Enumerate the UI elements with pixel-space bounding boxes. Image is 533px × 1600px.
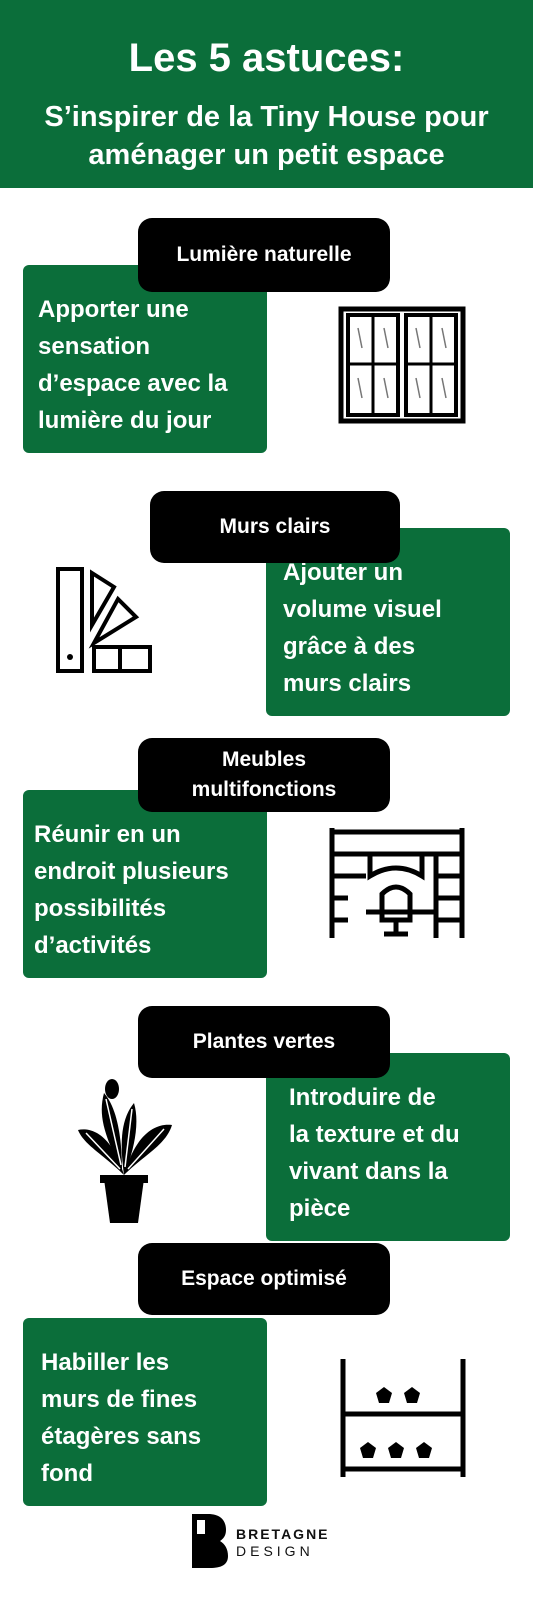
header-banner: Les 5 astuces: S’inspirer de la Tiny Hou… [0, 0, 533, 188]
tip-3-text-line: Réunir en un [34, 821, 181, 848]
tip-2-text-line: grâce à des [283, 633, 416, 660]
loft-bed-desk-icon [329, 828, 465, 938]
tip-1-text-line: Apporter une [38, 296, 189, 323]
tip-2-text-line: murs clairs [283, 670, 412, 697]
potted-plant-icon [78, 1079, 172, 1223]
page-title: Les 5 astuces: [128, 36, 405, 80]
tip-2-title: Murs clairs [150, 491, 400, 563]
tip-3-text-line: endroit plusieurs [34, 858, 229, 885]
tip-1-text-box: Apporter une sensation d’espace avec la … [23, 265, 267, 453]
logo-word-2: DESIGN [236, 1543, 314, 1559]
tip-5-text-line: Habiller les [41, 1349, 170, 1376]
tip-1-text-line: d’espace avec la [38, 370, 228, 397]
page-subtitle: S’inspirer de la Tiny House pour aménage… [0, 98, 533, 174]
tip-5-text-line: fond [41, 1460, 93, 1487]
tip-4-text-line: vivant dans la [289, 1158, 448, 1185]
tip-5-text-line: étagères sans [41, 1423, 202, 1450]
color-swatch-icon [56, 567, 152, 673]
tip-5-text-line: murs de fines [41, 1386, 198, 1413]
tip-4-text-line: la texture et du [289, 1121, 460, 1148]
logo-word-1: BRETAGNE [236, 1526, 330, 1542]
tip-1-text-line: lumière du jour [38, 407, 212, 434]
tip-5-title: Espace optimisé [138, 1243, 390, 1315]
tip-1-text-line: sensation [38, 333, 151, 360]
tip-3-text-line: possibilités [34, 895, 167, 922]
window-icon [338, 306, 466, 424]
tip-3-title-line: Meubles [221, 748, 307, 771]
tip-4-text-box: Introduire de la texture et du vivant da… [266, 1053, 510, 1241]
page-subtitle-line-1: S’inspirer de la Tiny House pour [44, 101, 489, 133]
shelf-icon [340, 1359, 466, 1477]
bretagne-design-logo: BRETAGNE DESIGN [190, 1512, 340, 1572]
tip-1-title: Lumière naturelle [138, 218, 390, 292]
tip-4-title: Plantes vertes [138, 1006, 390, 1078]
tip-4-text-line: Introduire de [289, 1084, 436, 1111]
logo-mark-icon [192, 1514, 228, 1568]
tip-3-text-box: Réunir en un endroit plusieurs possibili… [23, 790, 267, 978]
tip-3-title-line: multifonctions [191, 778, 337, 801]
tip-4-text-line: pièce [289, 1195, 351, 1222]
tip-2-text-line: volume visuel [283, 596, 442, 623]
tip-2-text-box: Ajouter un volume visuel grâce à des mur… [266, 528, 510, 716]
tip-3-text-line: d’activités [34, 932, 152, 959]
tip-2-text-line: Ajouter un [283, 559, 403, 586]
page-subtitle-line-2: aménager un petit espace [88, 139, 445, 171]
tip-3-title: Meubles multifonctions [138, 738, 390, 812]
tip-5-text-box: Habiller les murs de fines étagères sans… [23, 1318, 267, 1506]
